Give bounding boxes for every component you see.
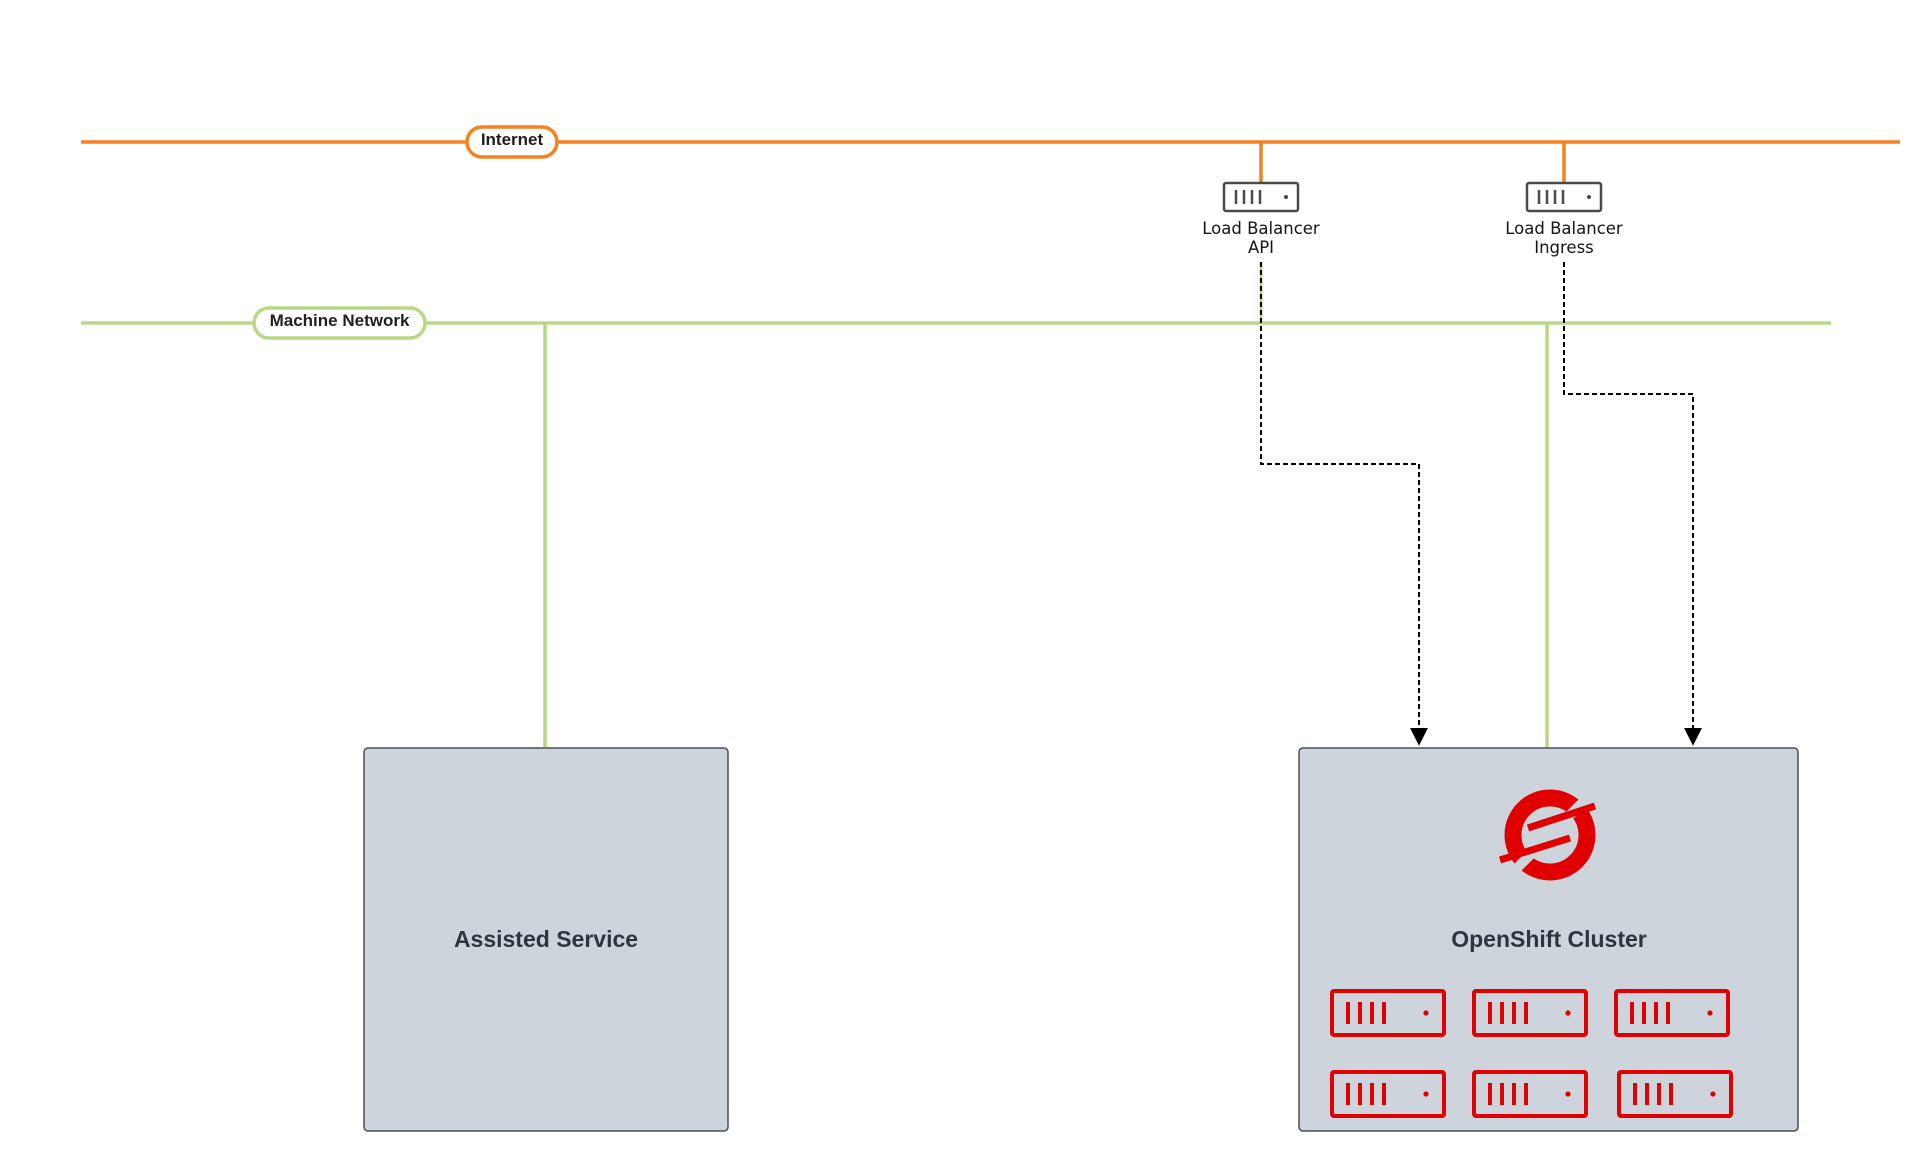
openshift-cluster-label: OpenShift Cluster bbox=[1451, 926, 1647, 952]
cluster-node-1-server-icon bbox=[1330, 989, 1446, 1037]
openshift-cluster-box: OpenShift Cluster bbox=[1298, 747, 1799, 1132]
cluster-node-5-server-icon bbox=[1472, 1070, 1588, 1118]
assisted-service-box: Assisted Service bbox=[363, 747, 729, 1132]
load-balancer-ingress-label-line1: Load Balancer bbox=[1505, 219, 1623, 238]
load-balancer-api-icon bbox=[1222, 181, 1300, 213]
ingress-traffic-arrow bbox=[1563, 262, 1702, 746]
openshift-logo-icon bbox=[1498, 789, 1597, 881]
machine-network-label-pill: Machine Network bbox=[252, 306, 427, 340]
internet-label: Internet bbox=[481, 130, 544, 149]
cluster-node-4-server-icon bbox=[1330, 1070, 1446, 1118]
machine-network-label: Machine Network bbox=[270, 311, 410, 330]
load-balancer-ingress-label-line2: Ingress bbox=[1534, 238, 1594, 257]
cluster-node-2-server-icon bbox=[1472, 989, 1588, 1037]
cluster-node-3-server-icon bbox=[1614, 989, 1730, 1037]
cluster-node-6-server-icon bbox=[1617, 1070, 1733, 1118]
api-traffic-arrow bbox=[1260, 262, 1428, 746]
load-balancer-api-label-line2: API bbox=[1248, 238, 1274, 257]
internet-label-pill: Internet bbox=[465, 125, 559, 159]
load-balancer-ingress-icon bbox=[1525, 181, 1603, 213]
load-balancer-api-label-line1: Load Balancer bbox=[1202, 219, 1320, 238]
assisted-service-label: Assisted Service bbox=[454, 926, 638, 952]
